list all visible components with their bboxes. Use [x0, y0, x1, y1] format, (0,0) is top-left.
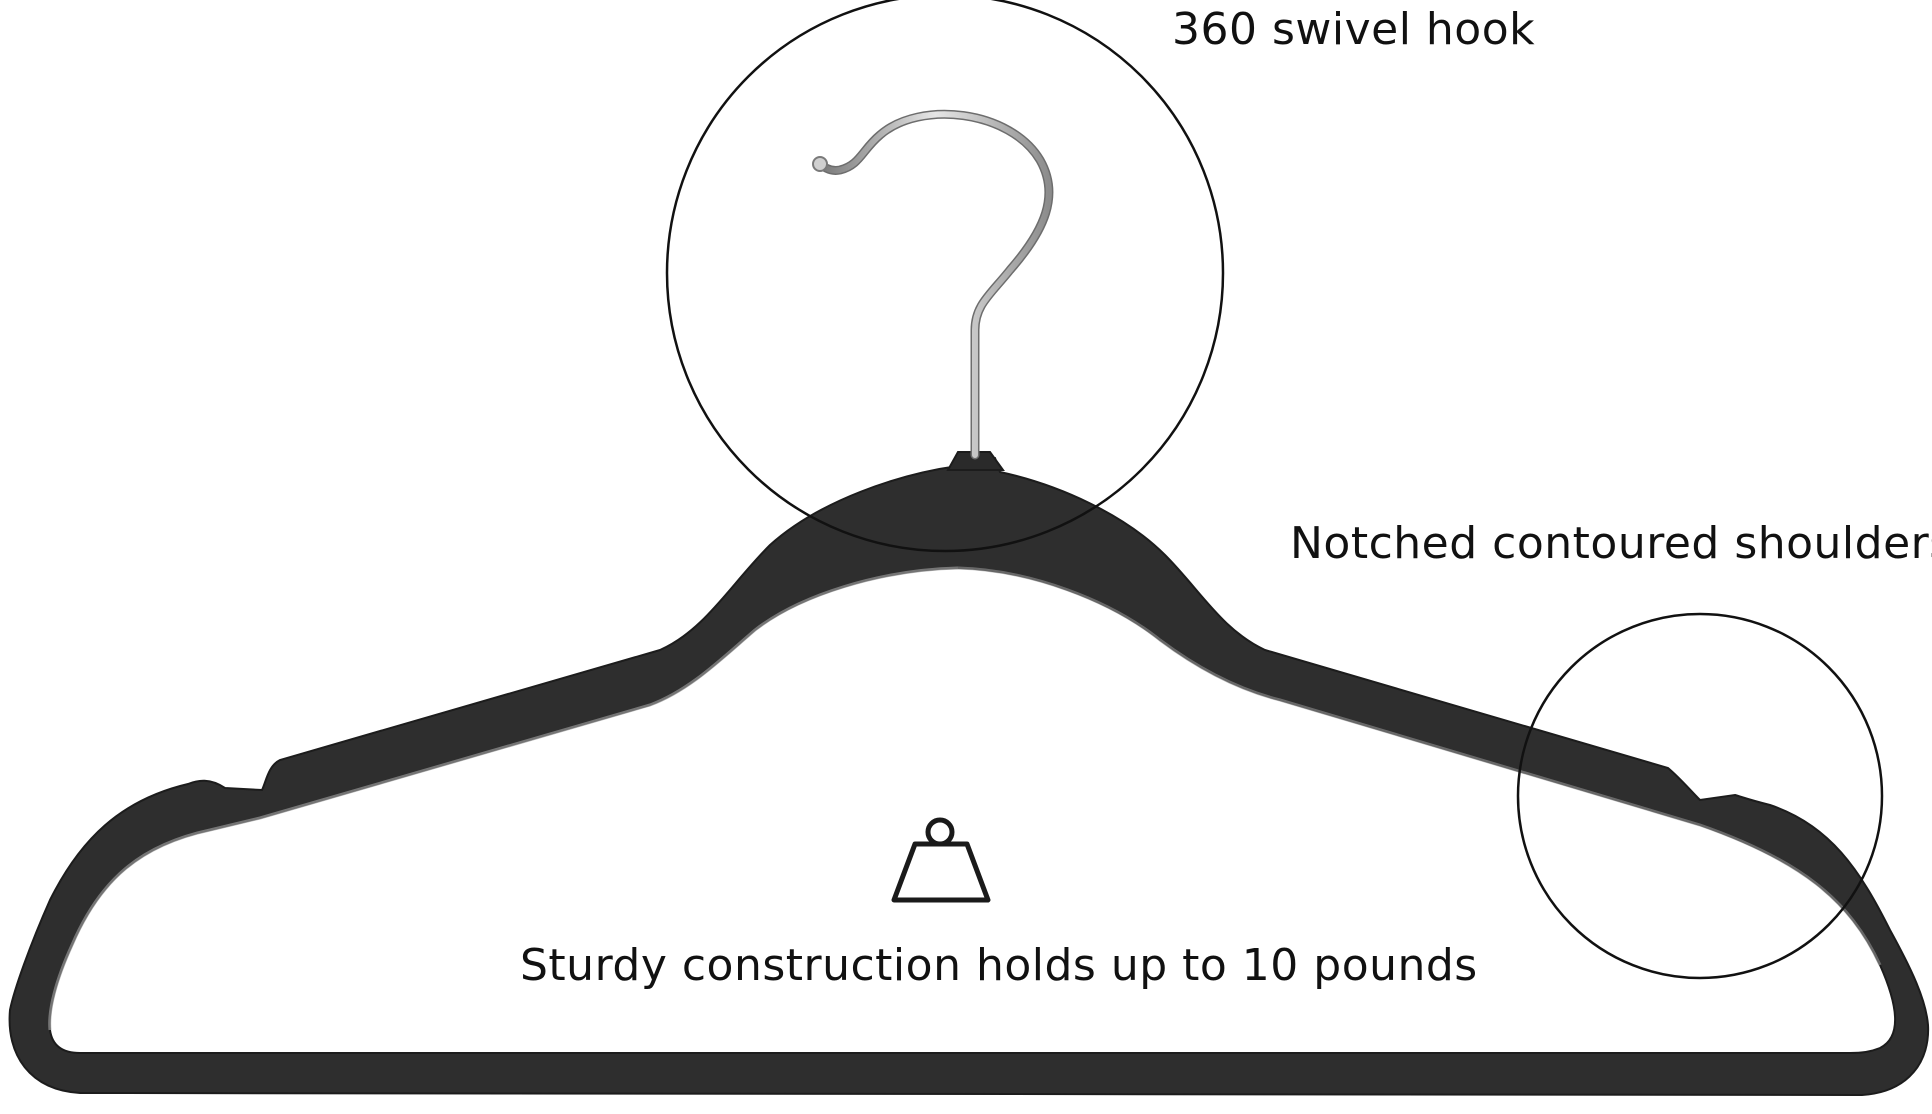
hook-callout-circle: [665, 0, 1225, 553]
shoulder-callout-circle: [1516, 612, 1884, 980]
sturdy-feature-label: Sturdy construction holds up to 10 pound…: [520, 940, 1478, 991]
hook-tip: [812, 156, 828, 172]
shoulders-feature-label: Notched contoured shoulders: [1290, 518, 1932, 569]
weight-icon: [891, 817, 991, 903]
hanger-body: [8, 451, 1930, 1097]
swivel-hook: [812, 109, 1054, 460]
hook-feature-label: 360 swivel hook: [1172, 4, 1536, 55]
